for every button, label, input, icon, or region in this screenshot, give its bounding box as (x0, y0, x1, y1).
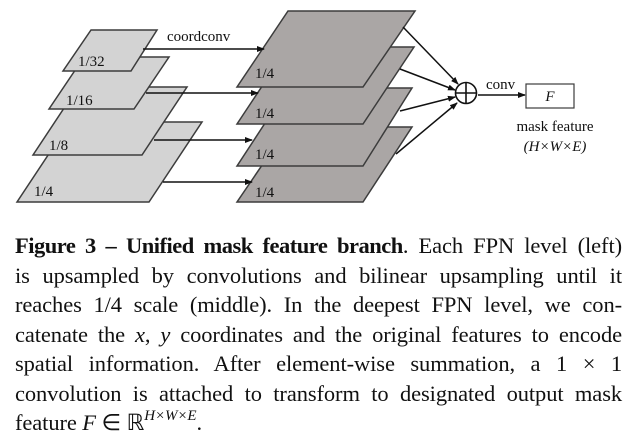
upsampled-level-1: 1/4 (235, 10, 417, 88)
caption-math-sup: H×W×E (144, 408, 197, 424)
caption-line-4: catenate the x, y coordinates and the or… (15, 320, 622, 350)
sum-arrow-3 (399, 95, 456, 112)
fpn-label-1-4: 1/4 (34, 184, 54, 200)
coordconv-label: coordconv (167, 29, 231, 45)
caption-end: . (196, 410, 202, 435)
caption-math-F: F (82, 410, 96, 435)
mask-feature-label: mask feature (516, 119, 593, 135)
caption-line-7: feature F ∈ ℝH×W×E. (15, 408, 622, 438)
upsample-arrows (143, 46, 265, 185)
figure-caption: Figure 3 – Unified mask feature branch. … (15, 231, 622, 438)
caption-line-4-start: catenate the (15, 321, 135, 347)
caption-var-y: y (160, 321, 171, 347)
upsampled-label-2: 1/4 (255, 106, 275, 122)
sum-arrow-4 (395, 102, 458, 155)
caption-sep: , (144, 321, 161, 347)
caption-dash: – (95, 233, 127, 258)
fpn-label-1-32: 1/32 (78, 54, 105, 70)
upsampled-label-1: 1/4 (255, 66, 275, 82)
sum-node (454, 81, 478, 105)
sum-arrow-2 (399, 68, 456, 91)
upsampled-stack: 1/4 1/4 1/4 1/4 (235, 10, 417, 203)
upsampled-label-4: 1/4 (255, 185, 275, 201)
mask-feature-dims: (H×W×E) (524, 139, 587, 155)
upsampled-plane-1 (235, 10, 417, 88)
caption-title: Unified mask feature branch (126, 233, 403, 258)
conv-label: conv (486, 77, 516, 93)
caption-line-1-text: . Each FPN level (left) (402, 233, 622, 258)
caption-line-6: convolution is attached to transform to … (15, 380, 622, 406)
fpn-label-1-16: 1/16 (66, 93, 93, 109)
caption-line-4-rest: coordinates and the original features to… (170, 321, 622, 347)
mask-feature-branch-diagram: 1/4 1/8 1/16 1/32 1/4 1/4 1/4 (15, 10, 594, 203)
output-feature-box: F (525, 83, 575, 109)
caption-line-2: is upsampled by convolutions and bilinea… (15, 262, 622, 288)
caption-var-x: x (135, 321, 145, 347)
output-box-label: F (544, 89, 555, 105)
input-fpn-stack: 1/4 1/8 1/16 1/32 (15, 29, 204, 203)
sum-arrows (395, 26, 459, 155)
caption-line-1: Figure 3 – Unified mask feature branch. … (15, 231, 622, 261)
caption-line-3: reaches 1/4 scale (middle). In the deepe… (15, 292, 622, 317)
caption-figure-number: Figure 3 (15, 233, 96, 258)
sum-arrow-1 (402, 26, 459, 85)
fpn-level-1-32: 1/32 (61, 29, 159, 72)
caption-line-7-start: feature (15, 410, 83, 435)
caption-line-5: spatial information. After element-wise … (15, 351, 622, 376)
upsampled-label-3: 1/4 (255, 147, 275, 163)
fpn-plane-1-32 (61, 29, 159, 72)
fpn-label-1-8: 1/8 (49, 138, 68, 154)
caption-math-in: ∈ ℝ (95, 410, 145, 435)
